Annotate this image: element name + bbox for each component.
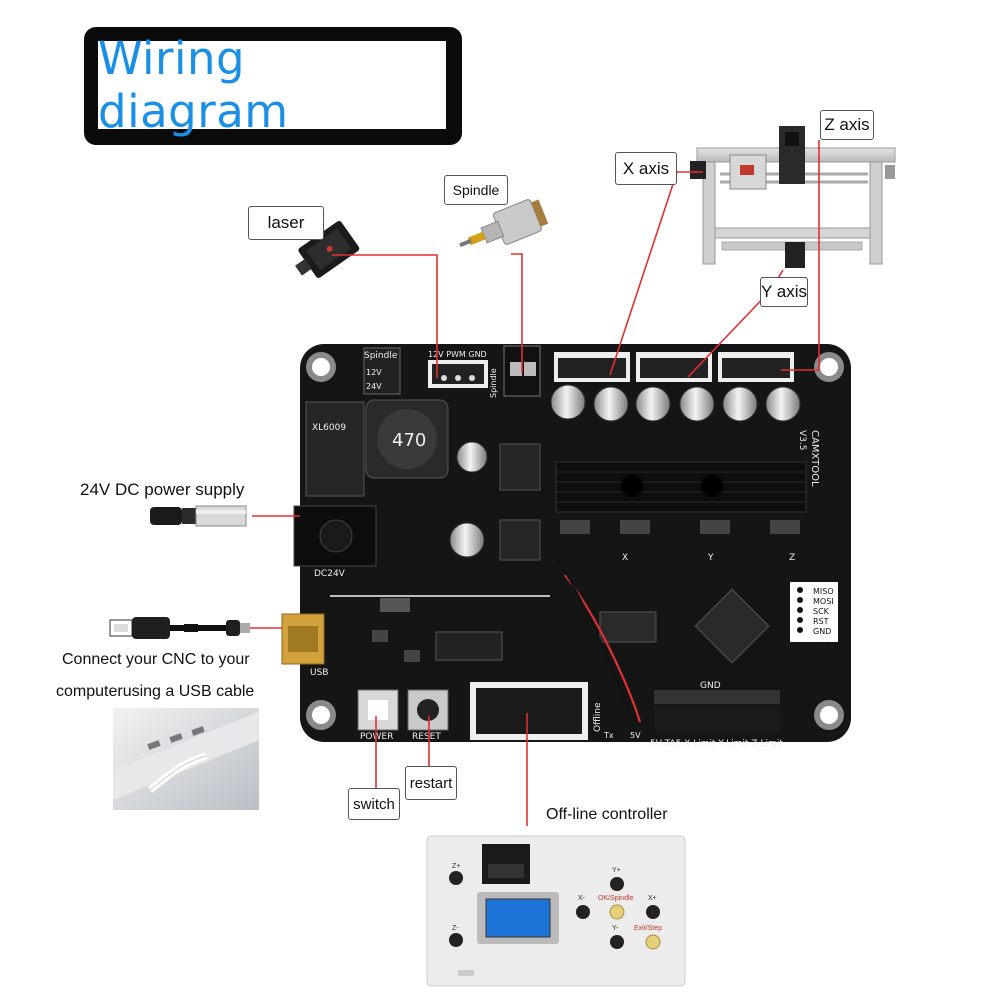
cnc-machine-image bbox=[690, 126, 896, 268]
key-ok-spindle: OK/Spindle bbox=[598, 895, 634, 902]
black-wire bbox=[557, 559, 633, 723]
isp-label: GND bbox=[813, 627, 831, 636]
label-offline-controller: Off-line controller bbox=[546, 806, 668, 823]
label-switch: switch bbox=[348, 788, 400, 820]
silk-y: Y bbox=[707, 553, 714, 563]
silk-reset: RESET bbox=[412, 732, 441, 742]
mounting-holes bbox=[306, 352, 844, 730]
silk-brand: CAMXTOOL bbox=[809, 430, 820, 487]
page-title: Wiring diagram bbox=[98, 32, 289, 138]
controller-board: Spindle 12V 24V 12V PWM GND Spindle 470 bbox=[281, 344, 851, 749]
silk-tx: Tx bbox=[603, 731, 614, 740]
connection-wires bbox=[250, 140, 820, 826]
isp-labels: MISO MOSI SCK RST GND bbox=[813, 587, 834, 636]
key-z-minus: Z- bbox=[452, 925, 459, 932]
silk-offline: Offline bbox=[593, 702, 603, 732]
isp-label: MISO bbox=[813, 587, 834, 596]
title-frame: Wiring diagram bbox=[84, 27, 462, 145]
silk-limits: 5V TA5 X-Limit Y-Limit Z-Limit bbox=[650, 739, 783, 749]
label-usb-line2: computerusing a USB cable bbox=[56, 683, 255, 700]
heatsink bbox=[555, 461, 807, 513]
label-laser: laser bbox=[248, 206, 324, 240]
laser-module-image bbox=[295, 220, 360, 278]
offline-controller-image: Z+ Z- Y+ Y- X- X+ OK/Spindle Exit/Step bbox=[426, 835, 686, 987]
silk-dc24v: DC24V bbox=[314, 569, 346, 579]
label-power-supply: 24V DC power supply bbox=[80, 480, 245, 499]
silk-inductor: 470 bbox=[392, 430, 426, 451]
silk-24v: 24V bbox=[366, 382, 382, 391]
silk-spindle: Spindle bbox=[364, 351, 398, 361]
label-usb-line1: Connect your CNC to your bbox=[62, 651, 250, 668]
key-z-plus: Z+ bbox=[452, 863, 460, 870]
silk-spindle-side: Spindle bbox=[489, 368, 498, 398]
laptop-photo bbox=[113, 708, 259, 810]
silk-usb: USB bbox=[310, 668, 328, 678]
usb-cable-image bbox=[109, 617, 250, 639]
isp-label: SCK bbox=[813, 607, 830, 616]
dc-plug-image bbox=[150, 505, 247, 527]
silk-gnd: GND bbox=[700, 681, 721, 691]
silk-version: V3.5 bbox=[797, 430, 807, 450]
isp-label: RST bbox=[813, 617, 829, 626]
key-y-plus: Y+ bbox=[612, 867, 621, 874]
key-y-minus: Y- bbox=[612, 925, 619, 932]
label-spindle: Spindle bbox=[444, 175, 508, 205]
label-y-axis: Y axis bbox=[760, 277, 808, 307]
isp-label: MOSI bbox=[813, 597, 834, 606]
spindle-motor-image bbox=[459, 199, 549, 248]
key-exit-step: Exit/Step bbox=[634, 925, 662, 932]
silk-5v: 5V bbox=[630, 731, 641, 740]
key-x-plus: X+ bbox=[648, 895, 657, 902]
silk-pwm: 12V PWM GND bbox=[428, 350, 487, 359]
silk-isp-5v: 5V bbox=[820, 635, 831, 644]
silk-12v: 12V bbox=[366, 368, 382, 377]
silk-regulator: XL6009 bbox=[312, 423, 346, 433]
label-z-axis: Z axis bbox=[820, 110, 874, 140]
silk-z: Z bbox=[789, 553, 795, 563]
title-panel: Wiring diagram bbox=[98, 32, 446, 138]
key-x-minus: X- bbox=[578, 895, 586, 902]
silk-x: X bbox=[622, 553, 628, 563]
label-restart: restart bbox=[405, 766, 457, 800]
capacitors bbox=[449, 384, 801, 558]
label-x-axis: X axis bbox=[615, 152, 677, 185]
